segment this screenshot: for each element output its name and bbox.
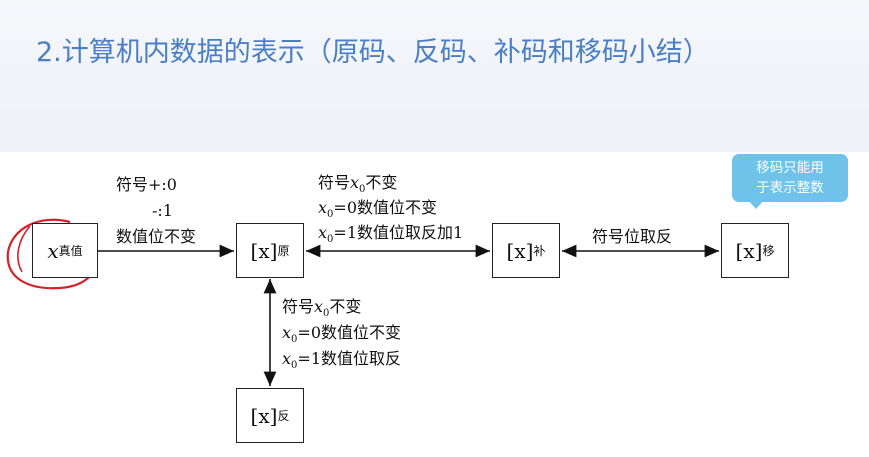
label-orig-ones-line3-var: x: [282, 349, 292, 368]
label-orig-ones-line2-var: x: [282, 323, 292, 342]
label-orig-ones-line1-post: 不变: [329, 297, 362, 316]
label-orig-comp-line3-var: x: [318, 223, 328, 242]
node-complement-sub: 补: [533, 244, 546, 258]
node-true-value-var: x: [47, 238, 59, 263]
label-sign-rule: 符号+:0: [116, 175, 177, 194]
callout-tail: [748, 200, 764, 209]
label-orig-comp-line1-post: 不变: [365, 173, 398, 192]
label-orig-ones-line2: x0=0数值位不变: [282, 322, 401, 351]
node-ones-sub: 反: [277, 409, 290, 423]
label-orig-comp-line1-var: x: [350, 173, 360, 192]
red-circle-tail: [17, 225, 31, 273]
label-orig-comp-line2-var: x: [318, 198, 328, 217]
node-biased: [x]移: [721, 223, 789, 278]
label-value-unchanged: 数值位不变: [116, 227, 197, 246]
node-complement-var: [x]: [506, 238, 534, 263]
label-orig-comp-line2-sub: 0: [327, 209, 334, 221]
callout-note-line2: 于表示整数: [756, 180, 824, 196]
node-ones-complement: [x]反: [236, 388, 304, 443]
label-orig-comp-line1-sub: 0: [359, 184, 366, 196]
label-orig-ones-line3-post: =1数值位取反: [297, 349, 401, 368]
callout-note: 移码只能用 于表示整数: [732, 154, 848, 202]
callout-note-line1: 移码只能用: [756, 160, 824, 176]
label-orig-ones-line1: 符号x0不变: [282, 296, 361, 325]
diagram-area: [0, 152, 869, 457]
label-sign-bit-flip: 符号位取反: [592, 227, 673, 246]
node-biased-sub: 移: [762, 244, 775, 258]
label-orig-comp-line1: 符号x0不变: [318, 172, 397, 201]
label-orig-ones-line3-sub: 0: [291, 360, 298, 372]
label-orig-comp-line2-post: =0数值位不变: [333, 198, 437, 217]
node-original: [x]原: [236, 223, 304, 278]
node-complement: [x]补: [492, 223, 560, 278]
node-original-sub: 原: [277, 244, 290, 258]
page-title: 2.计算机内数据的表示（原码、反码、补码和移码小结）: [36, 37, 710, 68]
label-orig-ones-line2-post: =0数值位不变: [297, 323, 401, 342]
label-orig-comp-line2: x0=0数值位不变: [318, 197, 437, 226]
label-sign-negative: -:1: [152, 201, 173, 220]
label-orig-ones-line1-pre: 符号: [282, 297, 315, 316]
label-orig-comp-line3-post: =1数值位取反加1: [333, 223, 464, 242]
label-orig-ones-line2-sub: 0: [291, 334, 298, 346]
node-ones-var: [x]: [250, 403, 278, 428]
label-orig-ones-line1-var: x: [314, 297, 324, 316]
label-orig-ones-line1-sub: 0: [323, 308, 330, 320]
label-orig-comp-line1-pre: 符号: [318, 173, 351, 192]
label-orig-comp-line3: x0=1数值位取反加1: [318, 222, 463, 251]
label-orig-ones-line3: x0=1数值位取反: [282, 348, 401, 377]
label-orig-comp-line3-sub: 0: [327, 234, 334, 246]
node-biased-var: [x]: [735, 238, 763, 263]
node-true-value-sub: 真值: [58, 244, 83, 258]
node-original-var: [x]: [250, 238, 278, 263]
